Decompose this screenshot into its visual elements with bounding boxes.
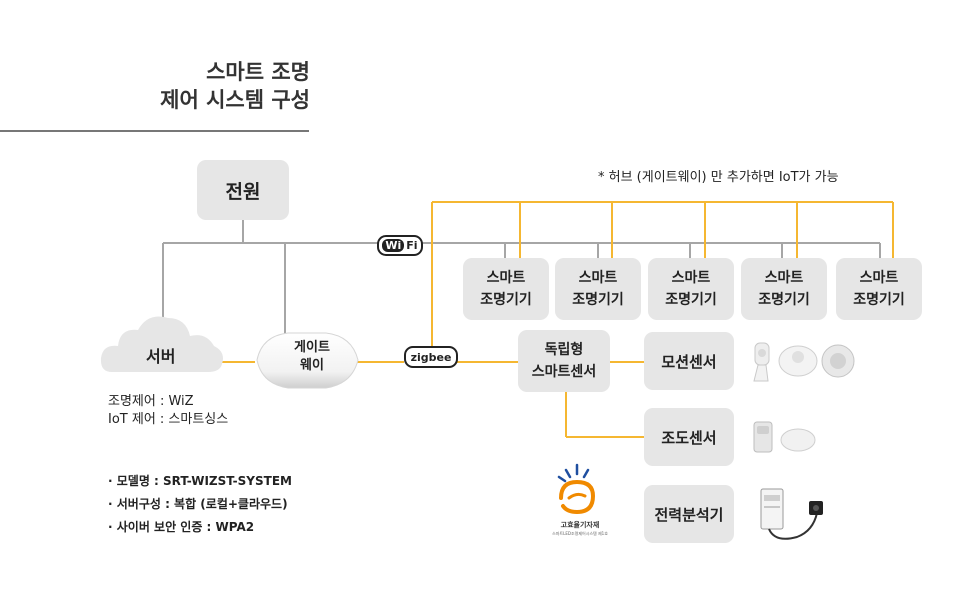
logo-label: 고효율기자재 (560, 521, 600, 529)
standalone-label-line2: 스마트센서 (531, 364, 597, 380)
cloud-shape (100, 316, 223, 372)
device-label-line2: 조명기기 (480, 292, 532, 308)
device-label-line1: 스마트 (859, 270, 899, 286)
spec-list: · 모델명 : SRT-WIZST-SYSTEM · 서버구성 : 복합 (로컬… (108, 470, 292, 539)
light-sensor-images (753, 421, 816, 453)
spec-model: · 모델명 : SRT-WIZST-SYSTEM (108, 474, 292, 488)
server-label: 서버 (146, 347, 176, 366)
motion-sensor-label: 모션센서 (661, 352, 717, 371)
device-label-line2: 조명기기 (665, 292, 717, 308)
power-label: 전원 (225, 180, 261, 203)
logo-sublabel: 스마트LED조명제어시스템 제1호 (552, 531, 608, 536)
zigbee-badge: zigbee (404, 346, 458, 368)
title-line-1: 스마트 조명 (206, 60, 310, 84)
iot-control-text: IoT 제어 : 스마트싱스 (108, 412, 229, 427)
spec-security: · 사이버 보안 인증 : WPA2 (108, 520, 255, 534)
title-line-2: 제어 시스템 구성 (160, 88, 310, 112)
lighting-control-text: 조명제어 : WiZ (108, 394, 194, 409)
lighting-device-3: 스마트 조명기기 (648, 258, 734, 320)
standalone-label-line1: 독립형 (544, 342, 584, 358)
ct-clamp-icon (809, 501, 823, 515)
page-title: 스마트 조명 제어 시스템 구성 (160, 58, 310, 114)
device-label-line2: 조명기기 (758, 292, 810, 308)
lighting-device-2: 스마트 조명기기 (555, 258, 641, 320)
gateway-label-line1: 게이트 (294, 340, 330, 355)
power-analyzer-images (760, 488, 823, 540)
device-label-line1: 스마트 (578, 270, 618, 286)
din-rail-meter-icon (760, 488, 784, 530)
device-label-line1: 스마트 (671, 270, 711, 286)
round-sensor-icon (821, 344, 855, 378)
lighting-device-5: 스마트 조명기기 (836, 258, 922, 320)
puck-sensor-icon (780, 428, 816, 452)
motion-sensor-images (753, 342, 855, 382)
lighting-device-1: 스마트 조명기기 (463, 258, 549, 320)
efficiency-logo-icon (557, 463, 596, 515)
title-divider (0, 130, 309, 132)
spec-server: · 서버구성 : 복합 (로컬+클라우드) (108, 497, 288, 511)
light-sensor-box: 조도센서 (644, 408, 734, 466)
gateway-label: 게이트 웨이 (270, 339, 354, 375)
motion-sensor-device-icon (753, 342, 770, 382)
motion-sensor-box: 모션센서 (644, 332, 734, 390)
zigbee-label: zigbee (410, 350, 452, 364)
wifi-label-wi: Wi (382, 239, 405, 252)
gateway-shape (256, 332, 359, 389)
standalone-sensor-box: 독립형 스마트센서 (518, 330, 610, 392)
light-sensor-label: 조도센서 (661, 428, 717, 447)
device-label-line1: 스마트 (486, 270, 526, 286)
gateway-label-line2: 웨이 (300, 358, 324, 373)
power-analyzer-box: 전력분석기 (644, 485, 734, 543)
lighting-device-4: 스마트 조명기기 (741, 258, 827, 320)
wifi-label-fi: Fi (406, 239, 418, 252)
hub-note: * 허브 (게이트웨이) 만 추가하면 IoT가 가능 (598, 170, 839, 185)
power-box: 전원 (197, 160, 289, 220)
device-label-line2: 조명기기 (572, 292, 624, 308)
sensor-cable-icon (768, 512, 818, 540)
ceiling-sensor-icon (778, 345, 818, 377)
device-label-line2: 조명기기 (853, 292, 905, 308)
light-sensor-device-icon (753, 421, 773, 453)
power-analyzer-label: 전력분석기 (654, 505, 724, 524)
device-label-line1: 스마트 (764, 270, 804, 286)
control-info: 조명제어 : WiZ IoT 제어 : 스마트싱스 (108, 393, 228, 429)
